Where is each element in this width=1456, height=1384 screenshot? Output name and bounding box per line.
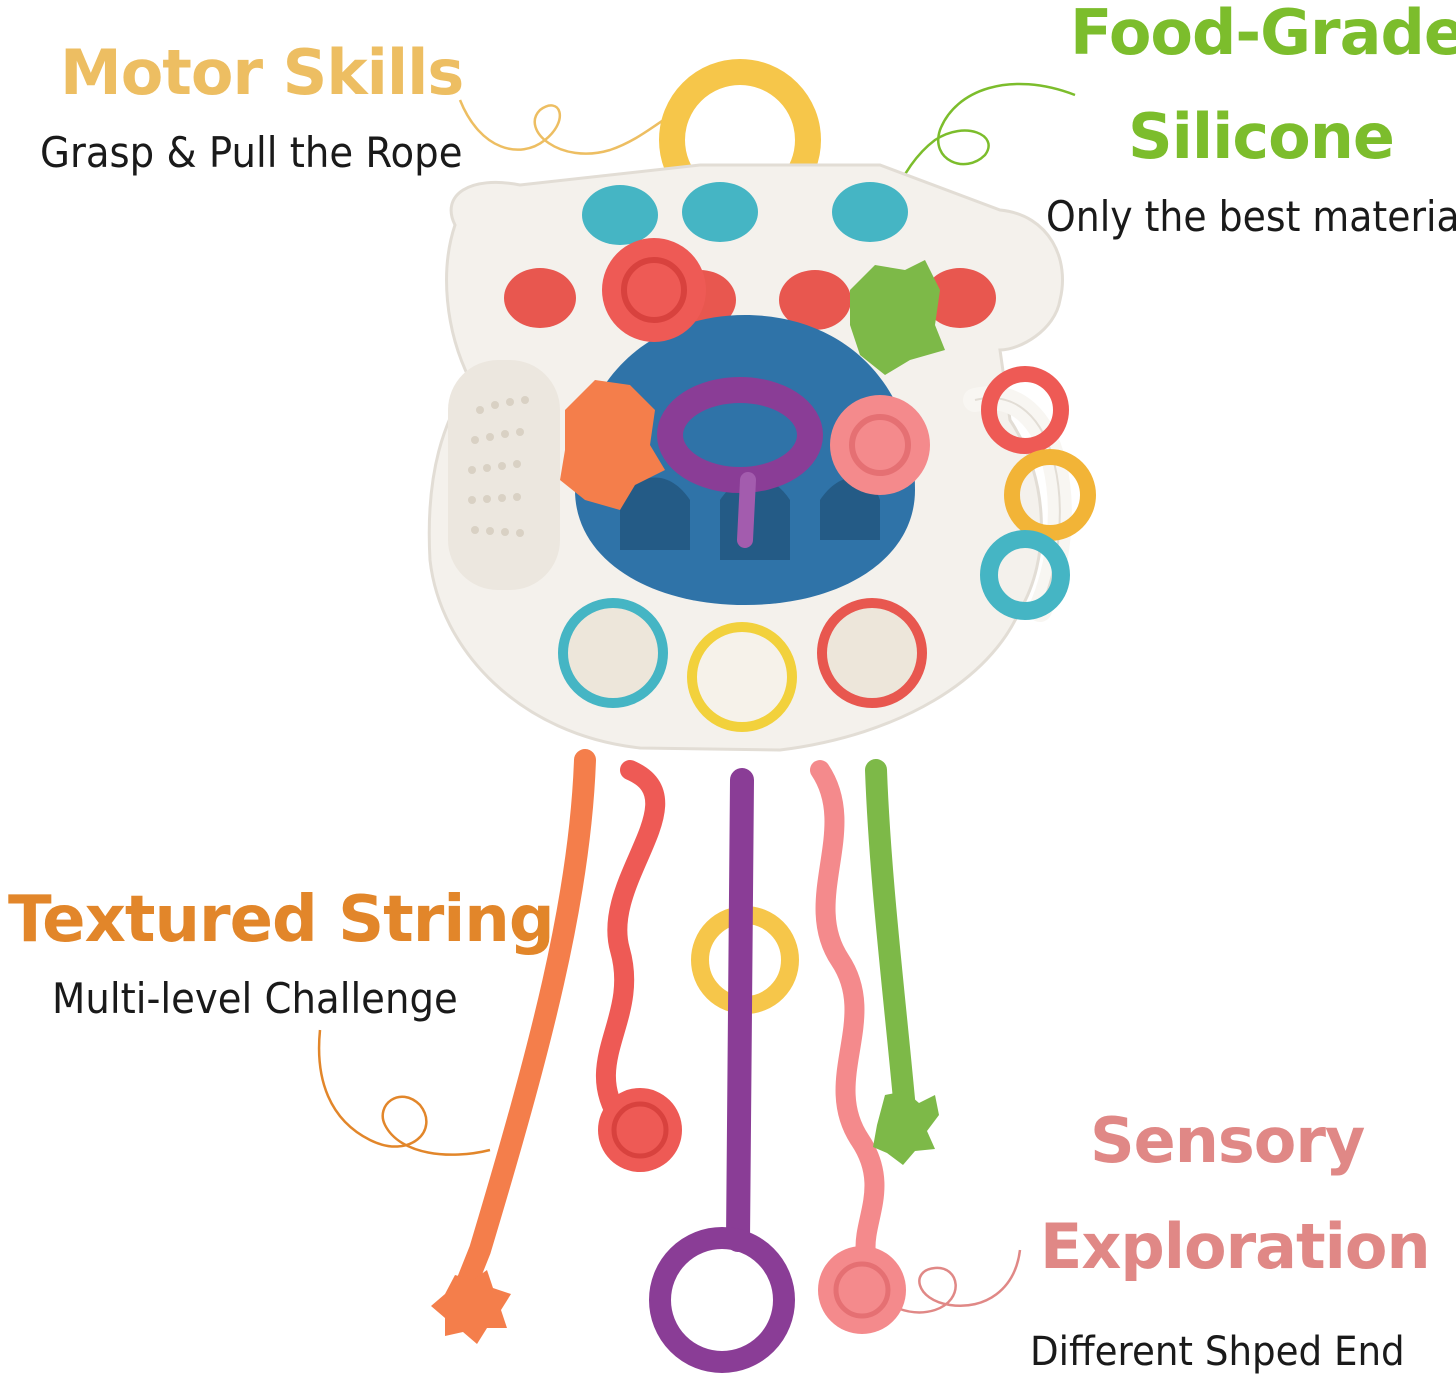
yellow-small-ring <box>691 906 800 1014</box>
food-grade-description: Only the best material <box>1046 192 1456 241</box>
pop-bubbles <box>504 182 996 330</box>
pull-strings <box>431 749 939 1373</box>
sensory-title-line2: Exploration <box>1040 1210 1431 1283</box>
green-flower-end <box>873 1091 939 1165</box>
red-charm <box>602 238 706 342</box>
orange-flower-charm <box>560 380 665 510</box>
pink-charm <box>830 395 930 495</box>
teal-ring <box>980 530 1070 620</box>
blue-dome <box>575 315 915 605</box>
motor-skills-title: Motor Skills <box>60 36 464 109</box>
pink-disc-end <box>818 1246 906 1334</box>
charms <box>560 238 945 548</box>
food-grade-title-line1: Food-Grade <box>1070 0 1456 69</box>
red-disc-end <box>598 1088 682 1172</box>
motor-connector-line <box>458 99 681 155</box>
sensory-title-line1: Sensory <box>1090 1104 1365 1177</box>
sensory-connector-line <box>869 1249 1022 1314</box>
purple-string <box>726 768 754 1252</box>
purple-ring-end <box>649 1227 795 1373</box>
motor-skills-description: Grasp & Pull the Rope <box>40 128 463 177</box>
pink-string <box>810 760 890 1290</box>
orange-string <box>449 749 596 1311</box>
textured-panel <box>448 360 560 590</box>
shape-holes <box>558 598 927 732</box>
textured-connector-line <box>317 1029 491 1156</box>
red-gear-ring <box>981 366 1069 454</box>
red-string <box>595 760 666 1130</box>
textured-string-description: Multi-level Challenge <box>52 974 458 1023</box>
sensory-description: Different Shped End <box>1030 1329 1405 1375</box>
green-star-charm <box>850 260 945 375</box>
side-handle <box>963 366 1096 622</box>
green-string <box>865 759 916 1121</box>
orange-flower-end <box>431 1270 511 1344</box>
textured-string-title: Textured String <box>8 883 555 957</box>
yellow-gear-ring <box>1004 449 1096 541</box>
food-grade-title-line2: Silicone <box>1128 100 1395 173</box>
